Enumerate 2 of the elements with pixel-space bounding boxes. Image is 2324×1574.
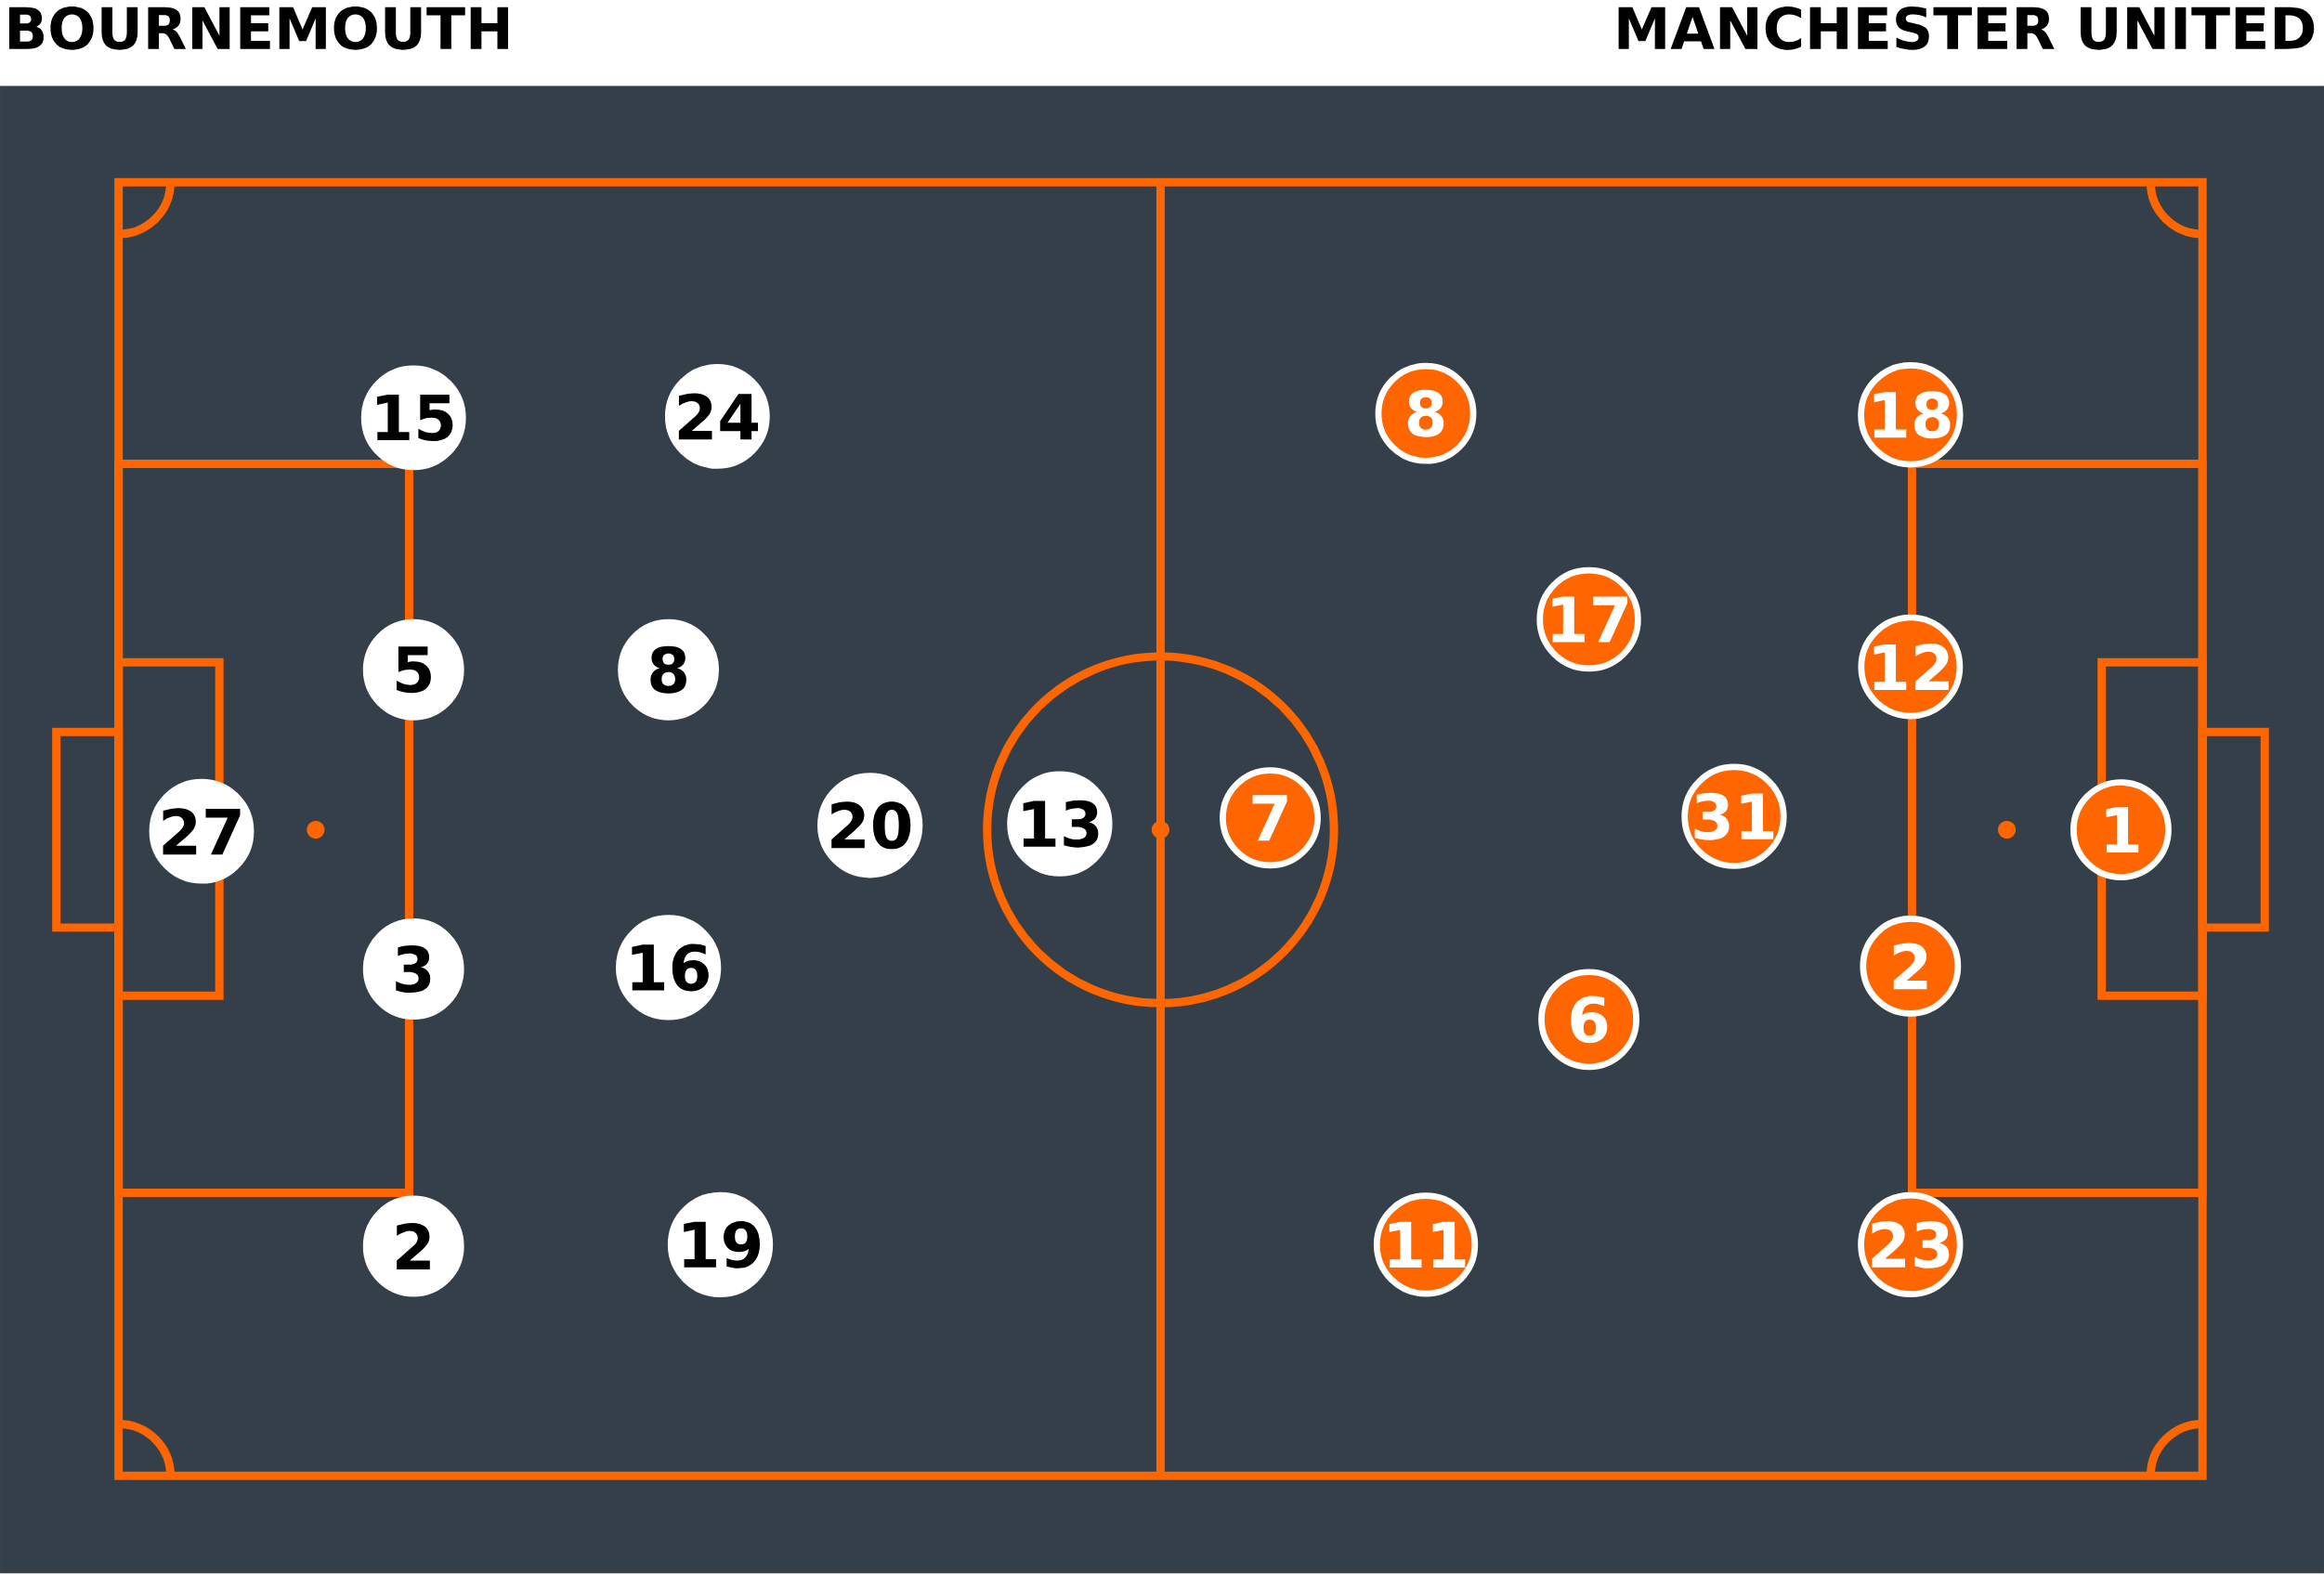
team-name: BOURNEMOUTH bbox=[8, 7, 508, 50]
team-name: MANCHESTER UNITED bbox=[1618, 7, 2315, 50]
